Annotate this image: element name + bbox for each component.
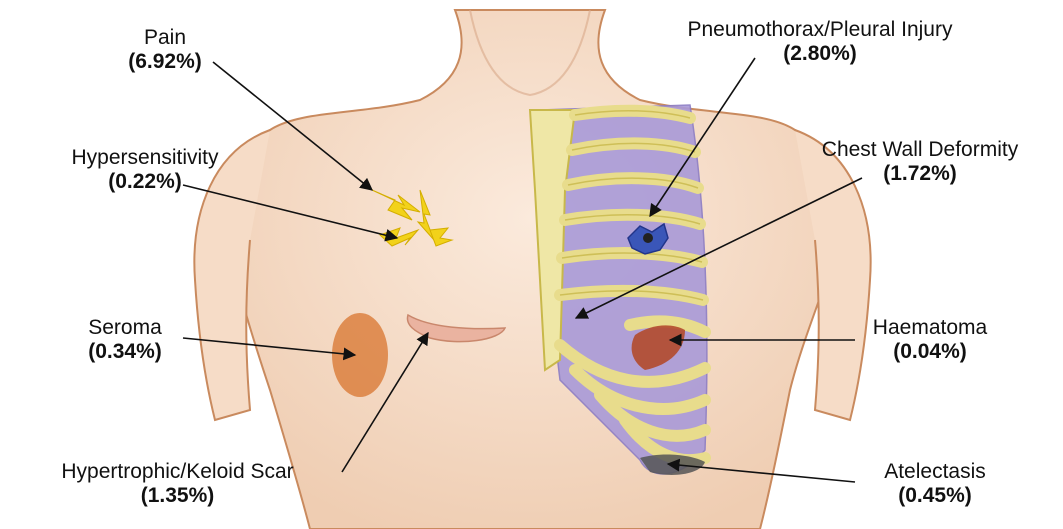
scar-label: Hypertrophic/Keloid Scar (1.35%) bbox=[5, 460, 350, 508]
pain-percent: (6.92%) bbox=[110, 50, 220, 74]
hypersensitivity-name: Hypersensitivity bbox=[40, 146, 250, 170]
scar-percent: (1.35%) bbox=[5, 484, 350, 508]
seroma-graphic bbox=[332, 313, 388, 397]
pneumothorax-percent: (2.80%) bbox=[640, 42, 1000, 66]
pain-name: Pain bbox=[110, 26, 220, 50]
seroma-name: Seroma bbox=[60, 316, 190, 340]
pain-label: Pain (6.92%) bbox=[110, 26, 220, 74]
chestwall-percent: (1.72%) bbox=[780, 162, 1060, 186]
haematoma-percent: (0.04%) bbox=[850, 340, 1010, 364]
torso-outline bbox=[222, 10, 843, 529]
chestwall-name: Chest Wall Deformity bbox=[780, 138, 1060, 162]
hypersensitivity-label: Hypersensitivity (0.22%) bbox=[40, 146, 250, 194]
atelectasis-percent: (0.45%) bbox=[860, 484, 1010, 508]
seroma-label: Seroma (0.34%) bbox=[60, 316, 190, 364]
pneumothorax-name: Pneumothorax/Pleural Injury bbox=[640, 18, 1000, 42]
seroma-percent: (0.34%) bbox=[60, 340, 190, 364]
haematoma-name: Haematoma bbox=[850, 316, 1010, 340]
atelectasis-label: Atelectasis (0.45%) bbox=[860, 460, 1010, 508]
scar-name: Hypertrophic/Keloid Scar bbox=[5, 460, 350, 484]
atelectasis-name: Atelectasis bbox=[860, 460, 1010, 484]
chestwall-label: Chest Wall Deformity (1.72%) bbox=[780, 138, 1060, 186]
hypersensitivity-percent: (0.22%) bbox=[40, 170, 250, 194]
haematoma-label: Haematoma (0.04%) bbox=[850, 316, 1010, 364]
pneumothorax-label: Pneumothorax/Pleural Injury (2.80%) bbox=[640, 18, 1000, 66]
